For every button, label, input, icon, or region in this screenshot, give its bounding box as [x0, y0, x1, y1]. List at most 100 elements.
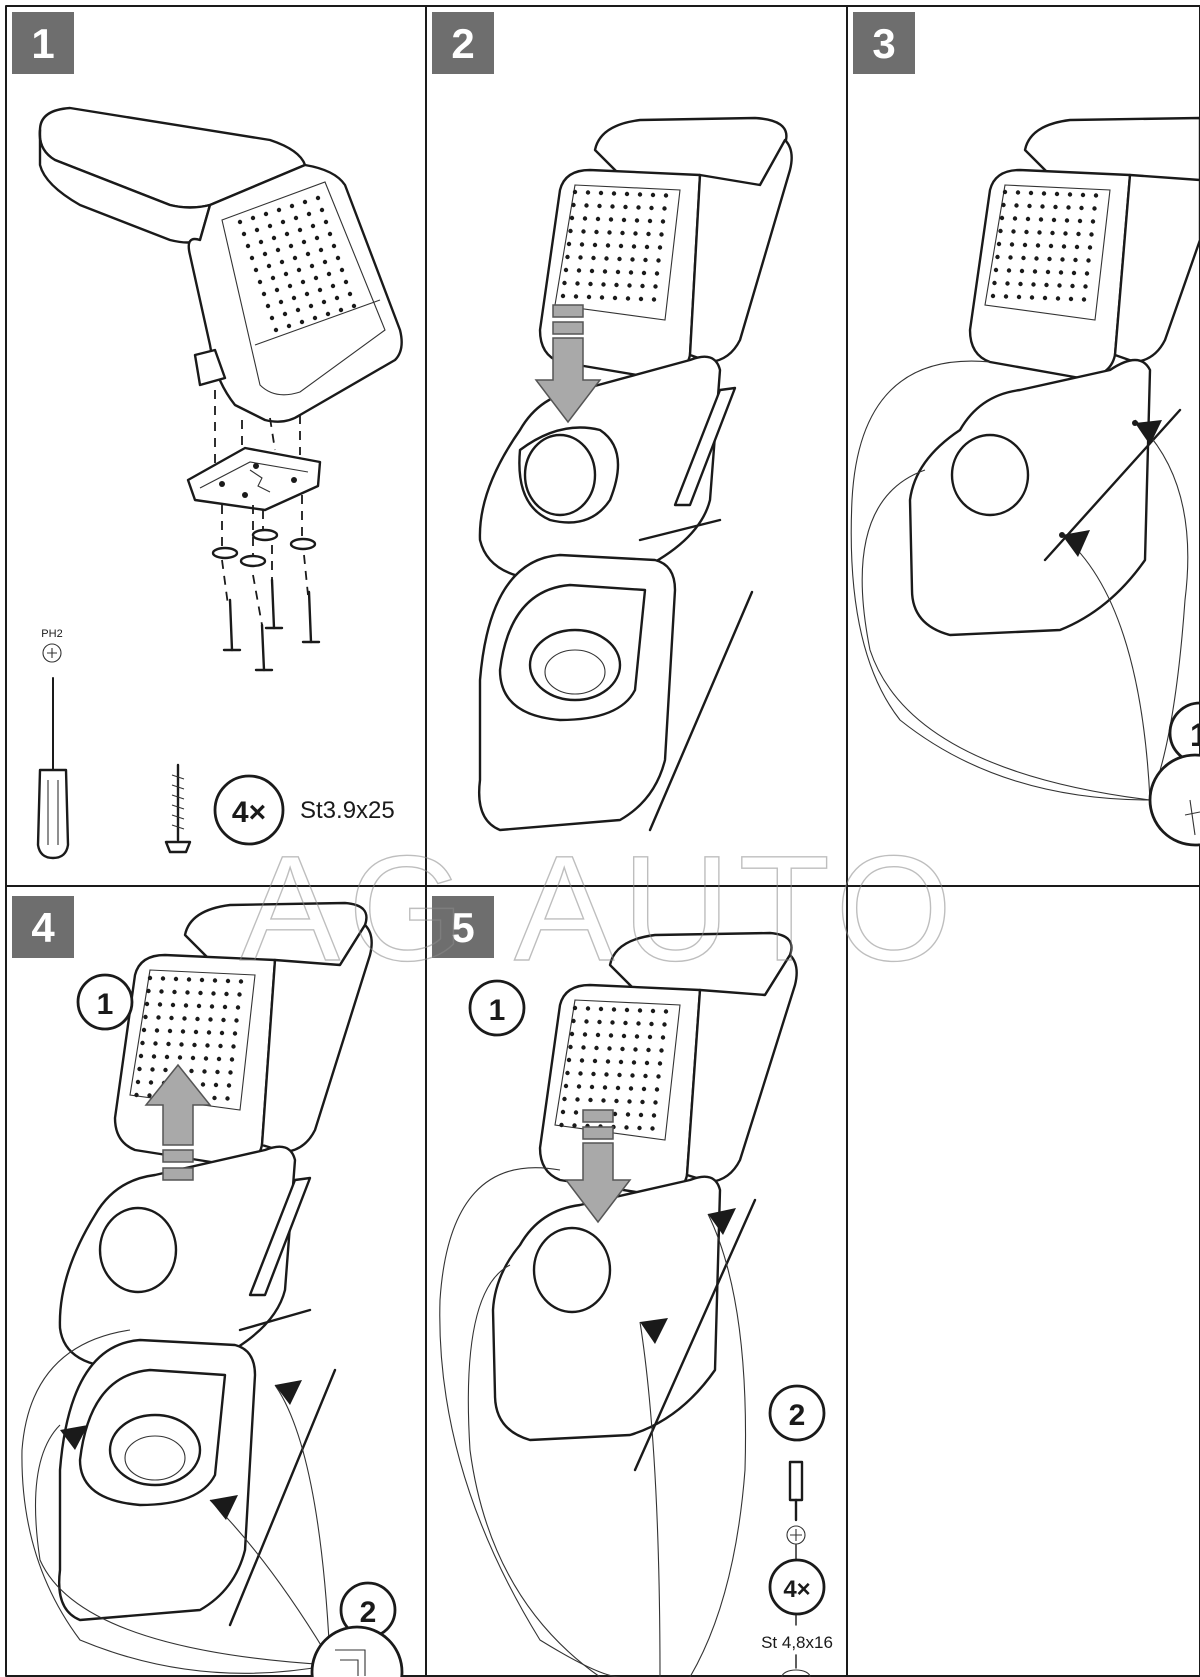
perforation-dot: [198, 990, 203, 996]
perforation-dot: [579, 242, 585, 247]
perforation-dot: [327, 231, 333, 237]
perforation-dot: [228, 1070, 233, 1075]
perforation-dot: [637, 1008, 643, 1013]
perforation-dot: [1084, 271, 1090, 276]
perforation-dot: [221, 1017, 226, 1023]
perforation-dot: [323, 219, 329, 225]
perforation-dot: [182, 1016, 187, 1021]
perforation-dot: [237, 992, 242, 997]
perforation-dot: [656, 1074, 661, 1079]
perforation-dot: [153, 1041, 158, 1046]
panel4-callout-1: 1: [97, 988, 114, 1021]
perforation-pattern: [237, 195, 357, 333]
perforation-dot: [234, 1018, 239, 1023]
perforation-dot: [615, 269, 621, 275]
panel-2-armrest: [478, 116, 793, 832]
perforation-dot: [1029, 295, 1035, 300]
perforation-dot: [211, 991, 216, 996]
perforation-dot: [1001, 202, 1006, 208]
perforation-dot: [614, 1098, 619, 1104]
perforation-dot: [573, 1110, 579, 1115]
perforation-dot: [1037, 230, 1042, 235]
perforation-dot: [270, 275, 276, 281]
perforation-dot: [601, 1098, 606, 1103]
perforation-dot: [999, 215, 1005, 221]
perforation-pattern: [990, 189, 1099, 302]
perforation-dot: [289, 203, 295, 209]
perforation-dot: [565, 254, 570, 260]
perforation-dot: [608, 1033, 614, 1038]
quantity-circle: [768, 1558, 826, 1616]
perforation-dot: [607, 1046, 612, 1051]
perforation-dot: [604, 256, 609, 261]
perforation-dot: [209, 1004, 215, 1009]
perforation-dot: [322, 259, 328, 265]
perforation-dot: [269, 315, 275, 321]
perforation-dot: [249, 255, 255, 261]
perforation-dot: [575, 1097, 580, 1102]
perforation-dot: [996, 241, 1002, 247]
screw-count: 4×: [232, 796, 266, 829]
perforation-dot: [1090, 219, 1096, 224]
perforation-dot: [659, 1048, 664, 1053]
perforation-dot: [1089, 232, 1094, 237]
perforation-dot: [597, 1019, 602, 1025]
perforation-dot: [607, 230, 612, 235]
perforation-dot: [624, 1007, 630, 1013]
perforation-dot: [284, 231, 290, 237]
perforation-dot: [276, 207, 282, 213]
perforation-dot: [273, 327, 279, 333]
perforation-dot: [1071, 270, 1077, 276]
perforation-dot: [630, 257, 635, 262]
perforation-dot: [592, 1058, 598, 1064]
perforation-dot: [1019, 268, 1025, 274]
perforation-dot: [202, 1069, 207, 1074]
perforation-dot: [291, 295, 297, 301]
perforation-dot: [1047, 256, 1052, 262]
perforation-dot: [998, 228, 1003, 234]
panel4-callout-2: 2: [360, 1596, 377, 1629]
perforation-dot: [1024, 229, 1029, 235]
panel5-screw-count: 4×: [783, 1576, 810, 1603]
perforation-dot: [610, 204, 615, 209]
perforation-dot: [1016, 294, 1022, 300]
perforation-dot: [627, 1099, 632, 1104]
perforation-dot: [1057, 283, 1062, 288]
perforation-dot: [218, 1043, 223, 1049]
perforation-dot: [315, 195, 321, 201]
perforation-dot: [1076, 231, 1081, 237]
perforation-dot: [631, 244, 637, 249]
perforation-dot: [568, 1044, 573, 1050]
perforation-dot: [229, 1057, 235, 1062]
perforation-dot: [610, 1020, 615, 1025]
perforation-dot: [186, 977, 192, 982]
perforation-dot: [643, 1073, 648, 1079]
perforation-dot: [633, 231, 638, 236]
panel-3-armrest: 1: [850, 116, 1200, 847]
push-down-arrow-icon: [534, 304, 602, 424]
perforation-dot: [1015, 190, 1021, 195]
perforation-dot: [166, 1041, 171, 1047]
perforation-dot: [1034, 256, 1039, 261]
perforation-dot: [1053, 204, 1058, 210]
perforation-dot: [605, 1059, 611, 1064]
perforation-dot: [288, 243, 294, 249]
perforation-dot: [314, 235, 320, 241]
perforation-dot: [584, 203, 589, 208]
perforation-dot: [169, 1015, 174, 1021]
perforation-dot: [299, 319, 305, 325]
perforation-dot: [1022, 242, 1028, 248]
perforation-dot: [351, 303, 357, 309]
perforation-dot: [995, 254, 1000, 260]
step-number-3: 3: [872, 20, 895, 67]
perforation-dot: [573, 294, 579, 299]
perforation-dot: [267, 223, 273, 229]
perforation-dot: [623, 1020, 628, 1026]
perforation-dot: [195, 1016, 200, 1022]
perforation-dot: [190, 1055, 196, 1061]
perforation-dot: [630, 1073, 635, 1078]
perforation-dot: [647, 218, 653, 224]
perforation-dot: [1041, 191, 1047, 196]
perforation-dot: [602, 269, 608, 274]
